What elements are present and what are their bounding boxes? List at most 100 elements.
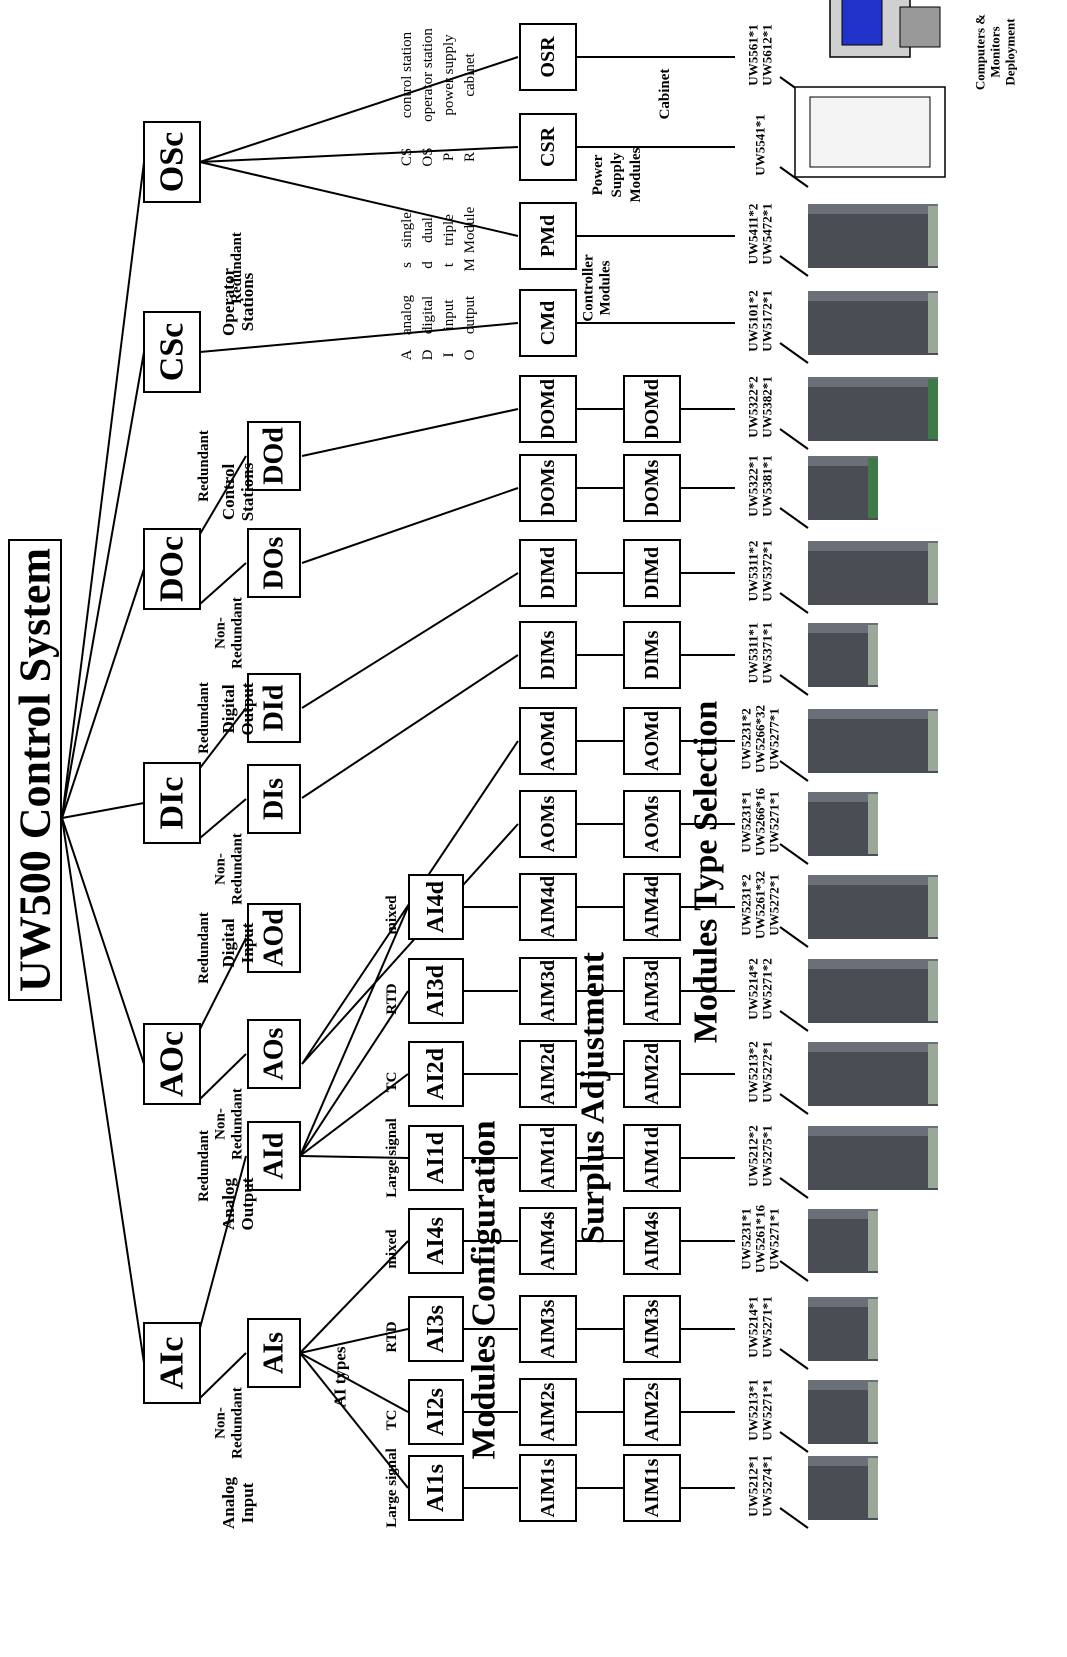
node-AId-label: AId bbox=[259, 1132, 290, 1179]
legend-meaning: power supply bbox=[441, 34, 457, 116]
device-link-line bbox=[780, 844, 808, 864]
part-number: UW5231*1 bbox=[739, 1208, 754, 1269]
part-number: UW5322*2 bbox=[746, 376, 761, 437]
non-redundant-label: Redundant bbox=[230, 597, 246, 669]
legend-meaning: dual bbox=[420, 217, 436, 243]
category-caption: Digital bbox=[219, 918, 238, 967]
device-DIMd-image bbox=[808, 541, 938, 605]
category-caption: Input bbox=[238, 922, 257, 963]
redundant-label: Redundant bbox=[196, 682, 212, 754]
category-caption: Output bbox=[238, 1177, 257, 1230]
part-number: UW5231*2 bbox=[739, 874, 754, 935]
computers-deployment-label: Computers & bbox=[973, 14, 988, 90]
category-DOc-label: DOc bbox=[154, 536, 191, 602]
module-AIM1d-b-label: AIM1d bbox=[641, 1127, 663, 1189]
part-number: UW5272*1 bbox=[767, 874, 782, 935]
legend-abbrev: D bbox=[420, 349, 436, 360]
part-number: UW5214*1 bbox=[746, 1296, 761, 1357]
module-DOMs-b-label: DOMs bbox=[641, 459, 663, 516]
category-caption: Digital bbox=[219, 684, 238, 733]
part-number: UW5382*1 bbox=[760, 376, 775, 437]
device-link-line bbox=[780, 927, 808, 947]
module-link-line bbox=[302, 824, 518, 1064]
device-AIM3s-image bbox=[808, 1297, 878, 1361]
computers-deployment-label: Deployment bbox=[1003, 18, 1018, 86]
part-number: UW5213*1 bbox=[746, 1379, 761, 1440]
legend-meaning: triple bbox=[441, 214, 457, 246]
part-number: UW5101*2 bbox=[746, 290, 761, 351]
part-number: UW5561*1 bbox=[746, 24, 761, 85]
non-redundant-label: Non- bbox=[213, 1407, 229, 1439]
device-link-line bbox=[780, 429, 808, 449]
module-AOMd-a-label: AOMd bbox=[537, 711, 559, 771]
part-number: UW5541*1 bbox=[753, 114, 768, 175]
module-CMd-a-label: CMd bbox=[537, 301, 559, 345]
legend-abbrev: OS bbox=[420, 147, 436, 166]
device-DOMs-image bbox=[808, 456, 878, 520]
part-number: UW5231*2 bbox=[739, 708, 754, 769]
device-AOMd-image bbox=[808, 709, 938, 773]
legend-meaning: output bbox=[462, 295, 478, 334]
device-AIM4s-image bbox=[808, 1209, 878, 1273]
part-number: UW5277*1 bbox=[767, 708, 782, 769]
legend-abbrev: A bbox=[399, 349, 415, 360]
part-number: UW5261*16 bbox=[753, 1205, 768, 1273]
legend-abbrev: s bbox=[399, 262, 415, 268]
module-link-line bbox=[302, 573, 518, 708]
part-number: UW5274*1 bbox=[760, 1455, 775, 1516]
category-AIc-label: AIc bbox=[154, 1337, 191, 1390]
redundant-label: Redundant bbox=[196, 1130, 212, 1202]
node-AI4s-label: AI4s bbox=[423, 1217, 449, 1265]
device-link-line bbox=[780, 343, 808, 363]
module-AIM3d-a-label: AIM3d bbox=[537, 960, 559, 1022]
device-link-line bbox=[780, 1261, 808, 1281]
module-link-line bbox=[302, 409, 518, 456]
part-number: UW5272*1 bbox=[760, 1041, 775, 1102]
device-link-line bbox=[780, 675, 808, 695]
redundant-label: Redundant bbox=[196, 430, 212, 502]
part-number: UW5275*1 bbox=[760, 1125, 775, 1186]
category-caption: Input bbox=[238, 1482, 257, 1523]
module-PMd-a-label: PMd bbox=[537, 215, 559, 257]
root-to-CSc-line bbox=[62, 352, 144, 818]
device-AIM1d-image bbox=[808, 1126, 938, 1190]
device-link-line bbox=[780, 508, 808, 528]
part-number: UW5212*2 bbox=[746, 1125, 761, 1186]
part-number: UW5472*1 bbox=[760, 203, 775, 264]
device-DIMs-image bbox=[808, 623, 878, 687]
non-redundant-label: Non- bbox=[213, 853, 229, 885]
node-AOs-label: AOs bbox=[259, 1027, 290, 1080]
ai-type-label: RTD bbox=[384, 983, 400, 1014]
ai-type-label: TC bbox=[384, 1072, 400, 1093]
device-AIM2d-image bbox=[808, 1042, 938, 1106]
non-redundant-label: Redundant bbox=[230, 833, 246, 905]
root-to-AOc-line bbox=[62, 818, 144, 1064]
node-AI2s-label: AI2s bbox=[423, 1388, 449, 1436]
device-link-line bbox=[780, 1011, 808, 1031]
root-to-DIc-line bbox=[62, 803, 144, 818]
module-AIM1s-a-label: AIM1s bbox=[537, 1458, 559, 1517]
stage-type-selection-label: Modules Type Selection bbox=[688, 701, 725, 1044]
redundant-label: Redundant bbox=[196, 912, 212, 984]
module-DIMs-b-label: DIMs bbox=[641, 630, 663, 679]
legend-meaning: control station bbox=[399, 31, 415, 118]
node-DOd-label: DOd bbox=[259, 427, 290, 485]
part-number: UW5271*1 bbox=[760, 1379, 775, 1440]
legend-abbrev: P bbox=[441, 153, 457, 161]
node-AOd-label: AOd bbox=[259, 909, 290, 967]
node-AI3d-label: AI3d bbox=[423, 964, 449, 1017]
node-AI3s-label: AI3s bbox=[423, 1305, 449, 1353]
power-supply-label: Power bbox=[590, 154, 606, 195]
computers-deployment-label: Monitors bbox=[988, 26, 1003, 77]
non-redundant-label: Redundant bbox=[230, 1387, 246, 1459]
part-number: UW5311*1 bbox=[746, 623, 761, 684]
part-number: UW5372*1 bbox=[760, 540, 775, 601]
module-AOMd-b-label: AOMd bbox=[641, 711, 663, 771]
ai-type-label: mixed bbox=[384, 895, 400, 935]
category-OSc-label: OSc bbox=[154, 132, 191, 192]
category-caption: Analog bbox=[219, 1477, 238, 1529]
device-AOMs-image bbox=[808, 792, 878, 856]
ai-types-label: AI types bbox=[331, 1346, 350, 1407]
legend-abbrev: CS bbox=[399, 148, 415, 166]
